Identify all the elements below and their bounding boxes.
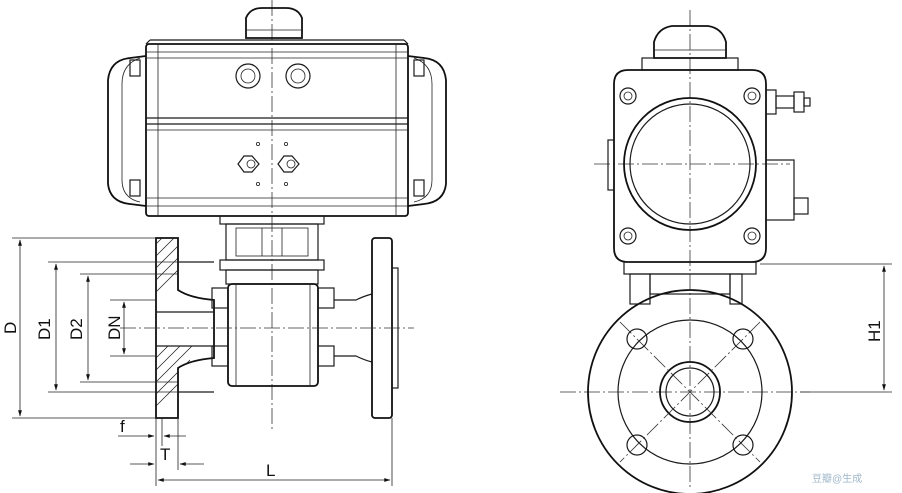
dim-label-f: f: [120, 417, 125, 436]
mounting-bracket: [219, 215, 325, 285]
dim-label-D: D: [1, 322, 20, 334]
dim-label-D2: D2: [67, 318, 86, 340]
actuator-body: [145, 39, 409, 217]
left-flange-section: [155, 237, 215, 419]
dim-label-D1: D1: [35, 318, 54, 340]
side-bracket: [623, 261, 757, 305]
valve-body: [211, 283, 373, 387]
dim-label-DN: DN: [105, 315, 124, 340]
watermark: 豆瓣@生成: [812, 472, 862, 485]
actuator-hex-bolts: [235, 63, 311, 186]
side-round-flange: [587, 289, 793, 493]
dim-label-T: T: [160, 445, 170, 464]
front-view: D D1 D2 DN f T L H1: [1, 0, 892, 486]
dim-label-H1: H1: [865, 320, 884, 342]
dim-label-L: L: [266, 461, 275, 480]
dimension-lines: [12, 237, 892, 486]
side-actuator-housing: [607, 69, 811, 263]
actuator-end-caps: [107, 55, 447, 207]
side-view: [560, 10, 811, 493]
actuator-top-cap: [245, 7, 303, 39]
